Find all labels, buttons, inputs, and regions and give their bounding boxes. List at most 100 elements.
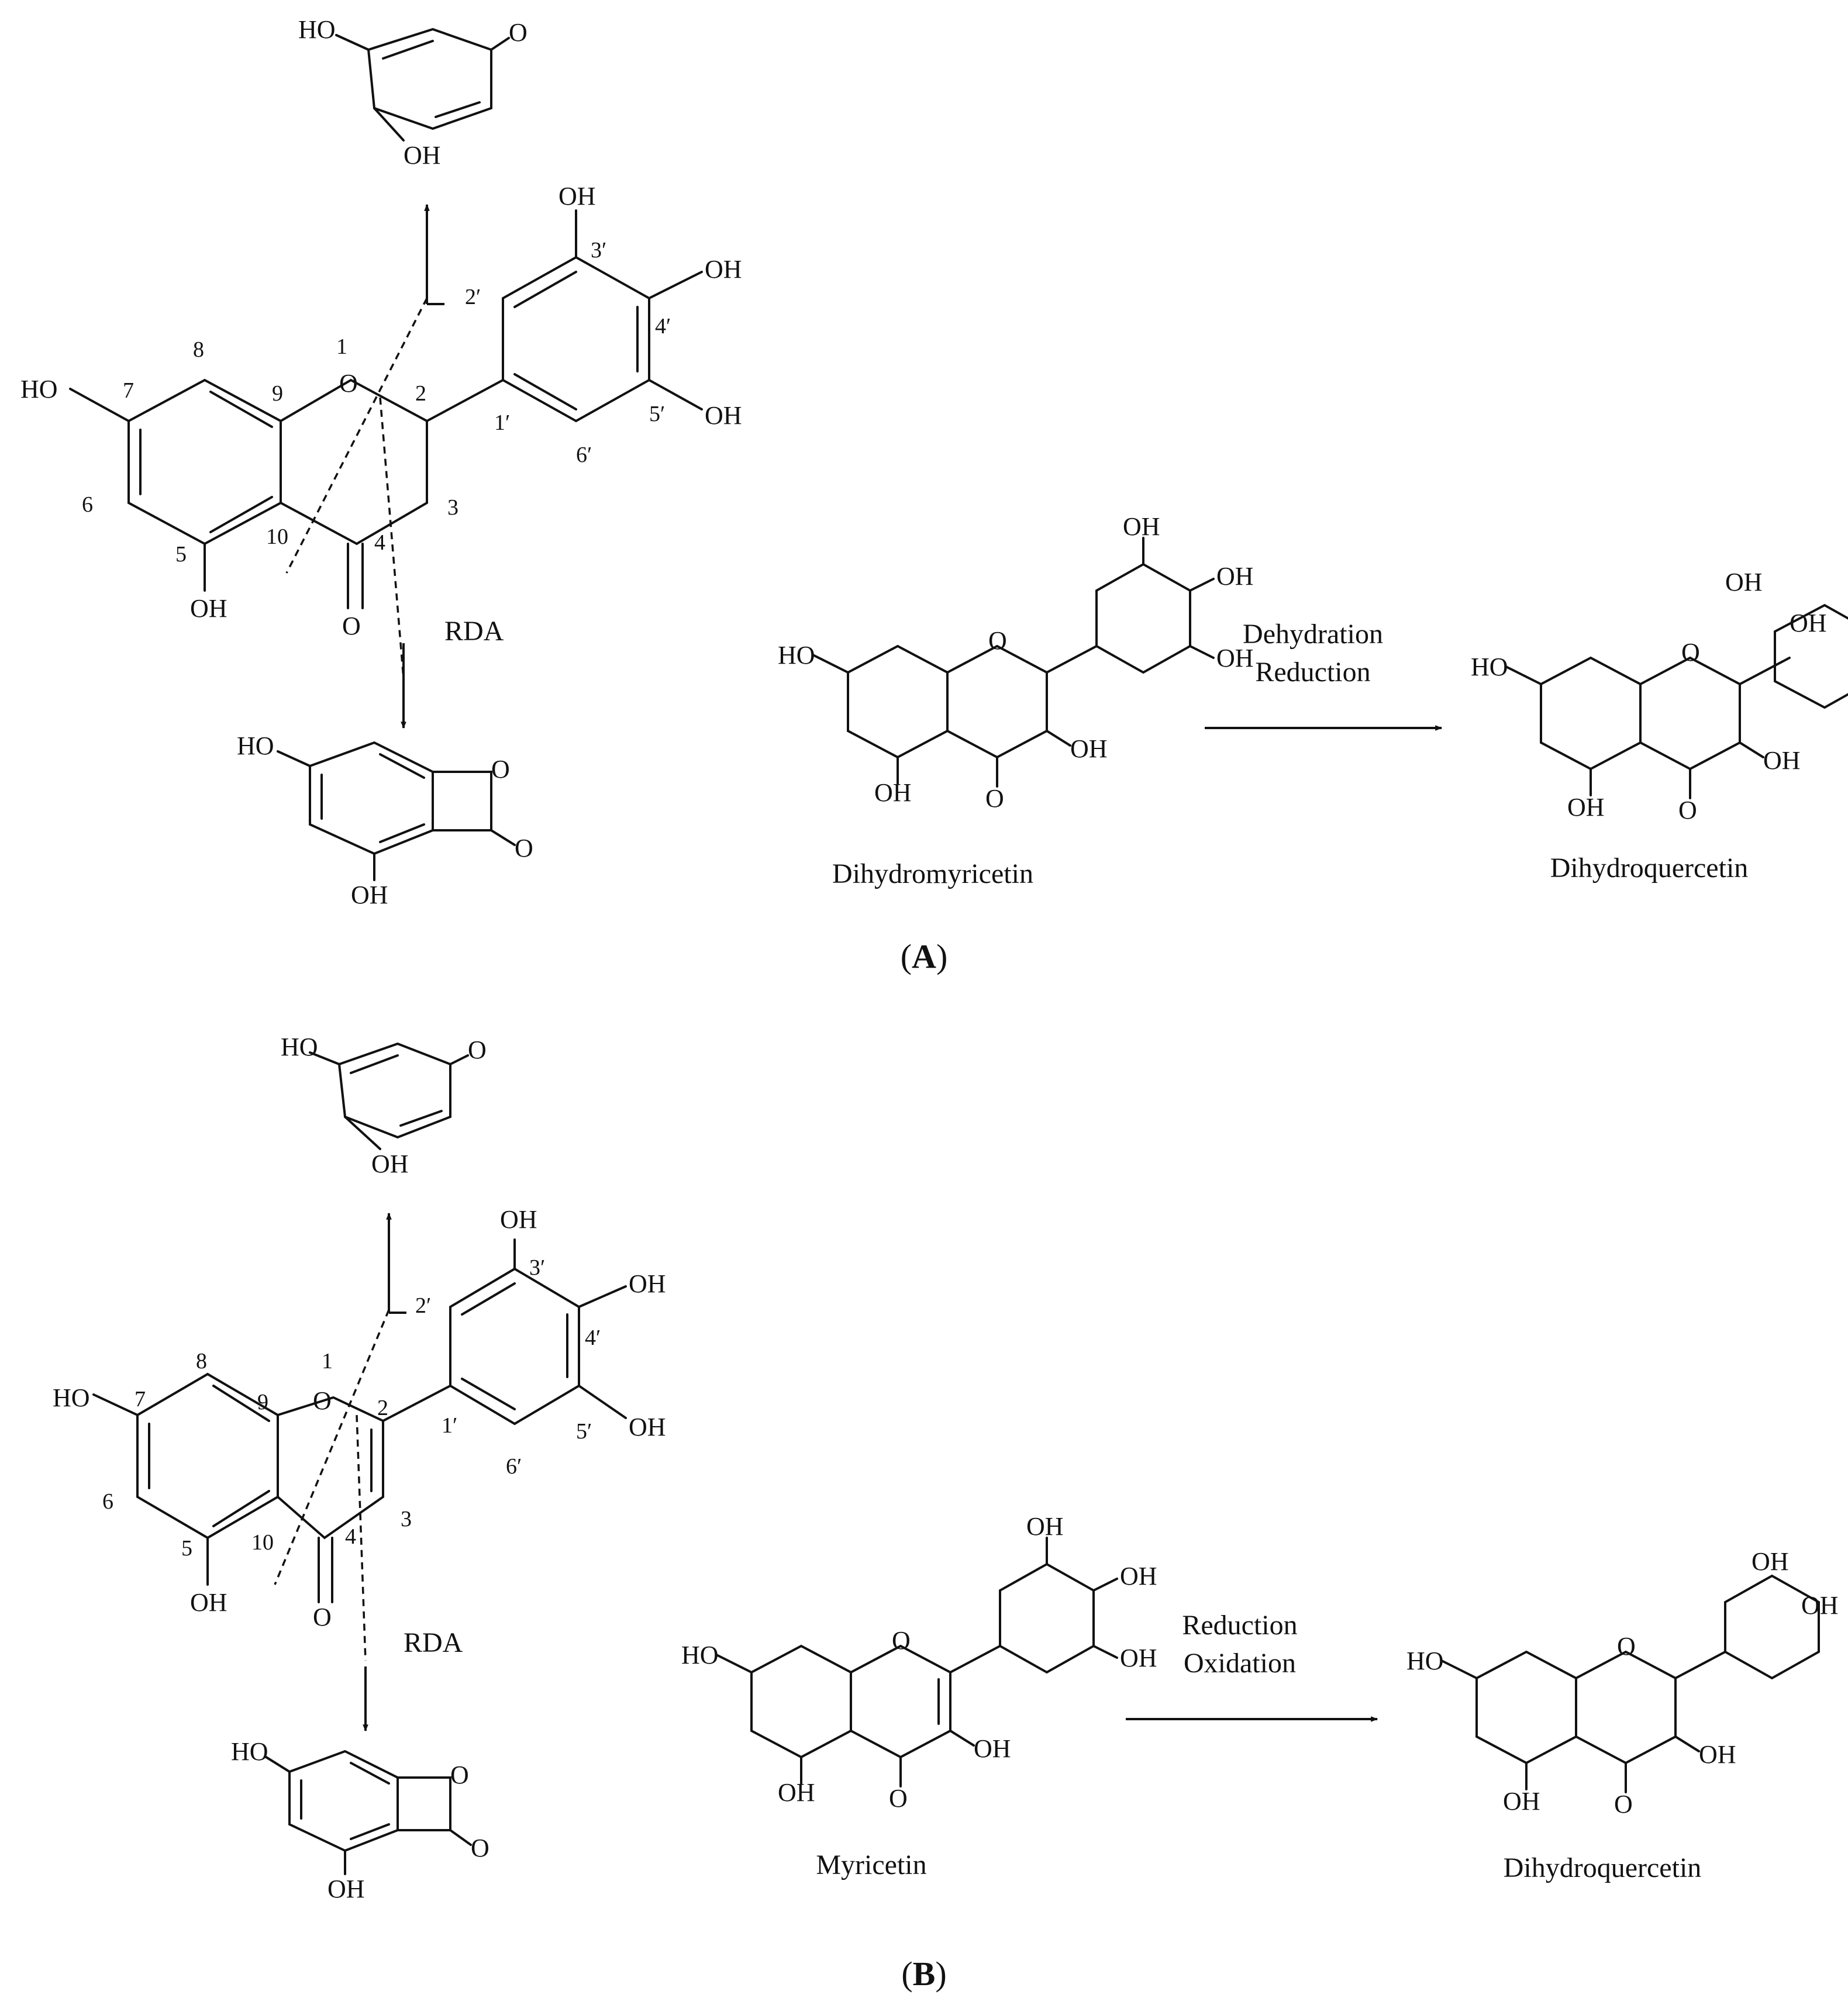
atom-o: O	[1681, 638, 1700, 667]
atom-ho: HO	[1406, 1647, 1444, 1675]
reaction-conditions-1: Reduction	[1182, 1610, 1297, 1641]
panel-a: HO O OH	[20, 15, 1848, 975]
rda-label: RDA	[404, 1627, 463, 1658]
pos-5: 5	[175, 542, 187, 567]
pos-8: 8	[193, 337, 204, 362]
pos-3prime: 3′	[591, 238, 606, 263]
pos-6: 6	[82, 492, 93, 517]
atom-o: O	[471, 1834, 489, 1862]
atom-oh: OH	[1216, 644, 1254, 672]
pos-8: 8	[196, 1349, 207, 1374]
atom-o: O	[515, 834, 533, 862]
atom-oh: OH	[371, 1150, 409, 1178]
atom-oh: OH	[190, 594, 227, 623]
pos-7: 7	[123, 378, 134, 403]
atom-ho: HO	[231, 1737, 268, 1766]
pos-2prime: 2′	[465, 285, 481, 309]
atom-oh: OH	[404, 141, 441, 170]
atom-ho: HO	[298, 15, 336, 44]
panel-b-top-fragment: HO O OH	[281, 1033, 487, 1178]
atom-o: O	[509, 18, 527, 47]
pos-4prime: 4′	[585, 1326, 601, 1350]
atom-oh: OH	[1120, 1562, 1157, 1590]
atom-o: O	[1614, 1790, 1633, 1818]
atom-o: O	[450, 1761, 469, 1789]
atom-oh: OH	[1763, 746, 1801, 775]
atom-oh: OH	[1503, 1787, 1540, 1816]
atom-oh: OH	[1699, 1740, 1736, 1769]
atom-oh: OH	[874, 778, 912, 807]
panel-b-product: HO O OH O OH OH OH Dihydroquercetin	[1406, 1547, 1839, 1883]
panel-b-reactant: HO O OH O OH OH OH OH Myricetin	[681, 1512, 1157, 1880]
pos-4: 4	[345, 1524, 356, 1549]
atom-o: O	[342, 612, 361, 640]
atom-oh: OH	[1123, 512, 1160, 541]
panel-label-a: (A)	[901, 937, 948, 975]
atom-oh: OH	[1567, 793, 1605, 822]
atom-ho: HO	[1471, 653, 1508, 681]
pos-3: 3	[447, 495, 458, 520]
pos-3prime: 3′	[529, 1255, 545, 1280]
panel-b-bottom-fragment: HO O O OH	[231, 1737, 489, 1903]
reaction-conditions-2: Oxidation	[1184, 1648, 1296, 1679]
atom-oh: OH	[629, 1413, 666, 1441]
atom-o: O	[892, 1626, 911, 1655]
atom-ho: HO	[281, 1033, 318, 1061]
atom-o: O	[313, 1603, 332, 1631]
product-name: Dihydroquercetin	[1550, 853, 1749, 884]
reaction-conditions-1: Dehydration	[1243, 619, 1383, 650]
pos-5prime: 5′	[576, 1419, 592, 1444]
pos-10: 10	[251, 1530, 274, 1555]
pos-5prime: 5′	[649, 402, 665, 426]
atom-o: O	[339, 369, 358, 398]
atom-ho: HO	[20, 375, 58, 403]
pos-9: 9	[272, 381, 283, 406]
panel-a-product: HO O OH O OH OH OH Dihydroquercetin	[1471, 568, 1848, 884]
pos-2: 2	[415, 381, 426, 406]
atom-oh: OH	[1801, 1591, 1839, 1620]
pos-1prime: 1′	[442, 1413, 457, 1438]
atom-o: O	[988, 626, 1007, 655]
panel-a-top-fragment: HO O OH	[298, 15, 527, 170]
atom-oh: OH	[351, 881, 388, 909]
reaction-conditions-2: Reduction	[1255, 657, 1370, 688]
atom-oh: OH	[1725, 568, 1763, 596]
pos-1: 1	[336, 334, 347, 359]
atom-o: O	[491, 755, 510, 784]
pos-5: 5	[181, 1536, 192, 1561]
pos-6prime: 6′	[506, 1454, 522, 1479]
panel-a-reactant: HO O OH O OH OH OH OH Dihydromyricetin	[778, 512, 1254, 889]
atom-oh: OH	[1790, 609, 1827, 637]
rda-label: RDA	[444, 616, 504, 647]
atom-ho: HO	[681, 1641, 719, 1669]
atom-oh: OH	[327, 1875, 365, 1903]
atom-o: O	[889, 1784, 908, 1813]
pos-9: 9	[257, 1390, 268, 1414]
atom-ho: HO	[53, 1383, 90, 1412]
panel-a-main-structure: HO O OH O OH OH OH 1 2 3 4 5 6 7 8 9 10 …	[20, 182, 742, 679]
atom-oh: OH	[558, 182, 596, 211]
atom-oh: OH	[629, 1269, 666, 1298]
atom-o: O	[985, 784, 1004, 813]
atom-oh: OH	[1752, 1547, 1789, 1576]
panel-b: HO O OH HO O	[53, 1033, 1839, 1993]
atom-oh: OH	[190, 1588, 227, 1617]
atom-oh: OH	[1216, 562, 1254, 591]
atom-o: O	[313, 1386, 332, 1415]
atom-oh: OH	[705, 255, 742, 284]
panel-a-bottom-fragment: HO O O OH	[237, 731, 533, 909]
atom-oh: OH	[500, 1205, 537, 1234]
pos-6: 6	[102, 1489, 113, 1514]
atom-oh: OH	[1026, 1512, 1064, 1541]
product-name: Dihydroquercetin	[1504, 1852, 1702, 1883]
atom-oh: OH	[778, 1778, 815, 1807]
pos-4prime: 4′	[655, 314, 671, 339]
panel-b-main-structure: HO O OH O OH OH OH 1 2 3 4 5 6 7 8 9 10 …	[53, 1205, 666, 1661]
atom-oh: OH	[1120, 1644, 1157, 1672]
pos-1: 1	[322, 1349, 333, 1374]
pos-6prime: 6′	[576, 443, 592, 467]
atom-oh: OH	[1070, 734, 1108, 763]
atom-ho: HO	[778, 641, 815, 670]
panel-label-b: (B)	[901, 1955, 946, 1993]
atom-o: O	[468, 1036, 487, 1064]
